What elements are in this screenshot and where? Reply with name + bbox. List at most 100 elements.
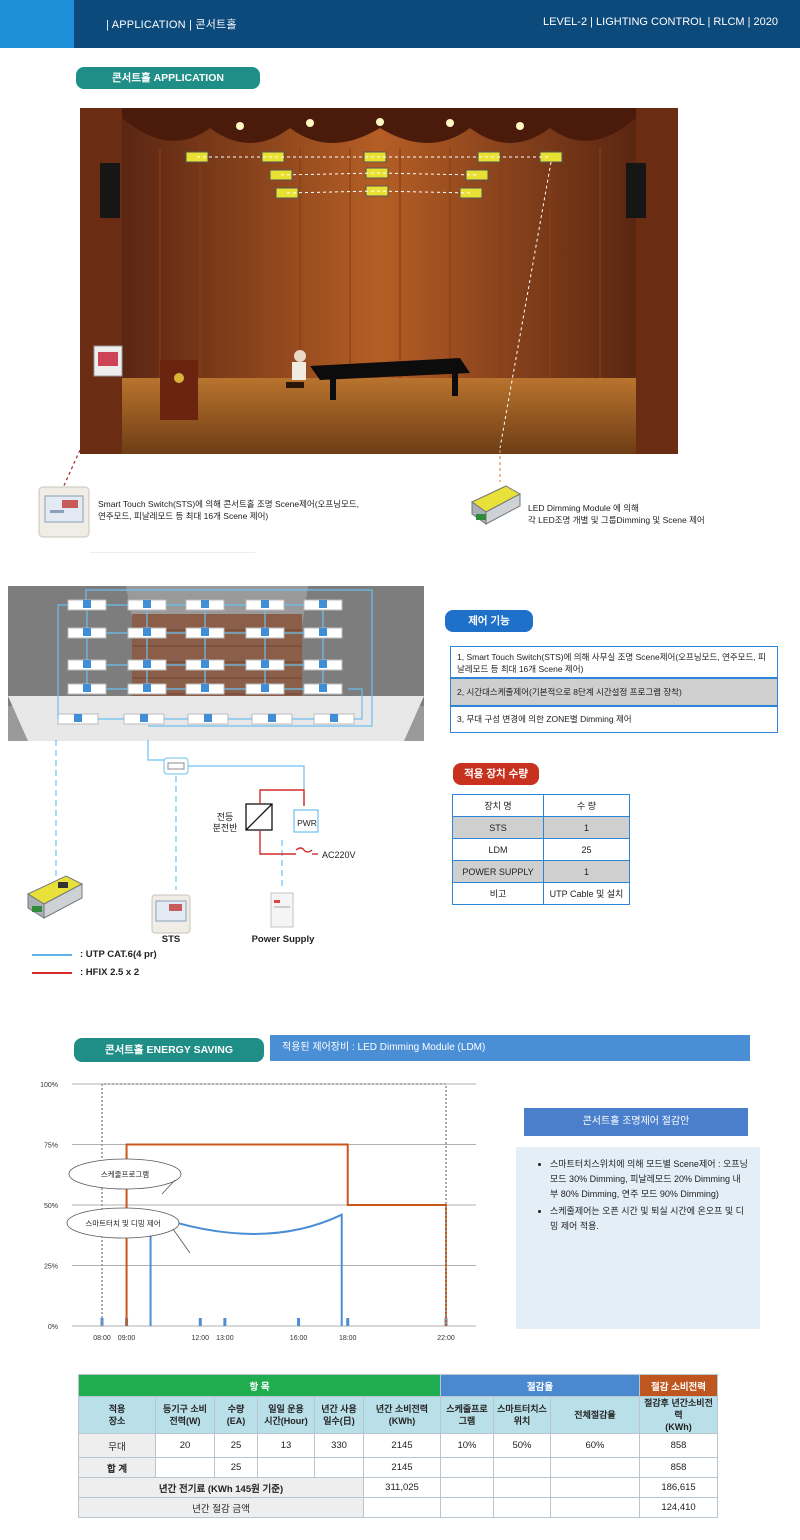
quantity-table: 장치 명 수 량 STS 1 LDM 25 POWER SUPPLY 1 비고 … (452, 794, 630, 905)
quantity-row: POWER SUPPLY 1 (452, 860, 630, 883)
quantity-cell: POWER SUPPLY (452, 860, 544, 883)
summary-cell (440, 1457, 494, 1478)
power-supply-label: Power Supply (251, 934, 315, 945)
callout-bubble (68, 1158, 182, 1190)
callout-label: 스케줄프로그램 (101, 1169, 149, 1179)
summary-cell (440, 1497, 494, 1518)
x-tick-marker (346, 1318, 350, 1326)
summary-cell (550, 1457, 640, 1478)
summary-col-header: 등기구 소비 전력(W) (155, 1396, 215, 1434)
summary-row-fee: 년간 전기료 (KWh 145원 기준) 311,025 186,615 (78, 1477, 718, 1498)
summary-cell: 13 (257, 1433, 315, 1458)
quantity-cell: UTP Cable 및 설치 (543, 882, 630, 905)
quantity-cell: STS (452, 816, 544, 839)
summary-cell (493, 1477, 551, 1498)
summary-cell: 60% (550, 1433, 640, 1458)
y-tick-label: 50% (44, 1203, 58, 1210)
ldm-caption: LED Dimming Module 에 의해 각 LED조명 개별 및 그룹D… (528, 502, 728, 526)
ldm-caption-line2: 각 LED조명 개별 및 그룹Dimming 및 Scene 제어 (528, 515, 705, 525)
callout-label: 스마트터치 및 디밍 제어 (85, 1218, 160, 1228)
power-supply-icon (270, 892, 294, 928)
application-badge: 콘서트홀 APPLICATION (76, 67, 260, 89)
ldm-caption-line1: LED Dimming Module 에 의해 (528, 503, 639, 513)
quantity-row: STS 1 (452, 816, 630, 839)
control-item-2: 2, 시간대스케줄제어(기본적으로 8단계 시간설정 프로그램 장착) (450, 678, 778, 706)
x-tick-marker (223, 1318, 227, 1326)
summary-col-header: 일일 운용 시간(Hour) (257, 1396, 315, 1434)
summary-saving-label: 년간 절감 금액 (78, 1497, 364, 1518)
summary-group-saved: 절감 소비전력 (639, 1374, 718, 1397)
summary-col-header: 년간 소비전력 (KWh) (363, 1396, 441, 1434)
summary-cell (257, 1457, 315, 1478)
header-accent (0, 0, 74, 48)
callout-pointer (172, 1228, 191, 1254)
x-tick-marker (198, 1318, 202, 1326)
summary-col-header: 스마트터치스 위치 (493, 1396, 551, 1434)
quantity-header-device: 장치 명 (452, 794, 544, 817)
divider (90, 552, 255, 553)
summary-cell: 50% (493, 1433, 551, 1458)
summary-cell: 330 (314, 1433, 364, 1458)
summary-cell: 20 (155, 1433, 215, 1458)
quantity-cell: LDM (452, 838, 544, 861)
sts-caption: Smart Touch Switch(STS)에 의해 콘서트홀 조명 Scen… (98, 499, 360, 521)
ldm-device-image (466, 480, 524, 530)
header-left-text: | APPLICATION | 콘서트홀 (106, 19, 237, 31)
summary-cell (550, 1477, 640, 1498)
concert-hall-photo (80, 108, 678, 454)
control-badge: 제어 기능 (445, 610, 533, 632)
saving-plan-list: 스마트터치스위치에 의해 모드별 Scene제어 : 오프닝모드 30% Dim… (538, 1157, 748, 1234)
legend-hfix-text: : HFIX 2.5 x 2 (80, 967, 140, 978)
x-tick-marker (297, 1318, 301, 1326)
legend-utp-swatch (32, 954, 72, 956)
summary-group-row: 항 목 절감율 절감 소비전력 (78, 1374, 718, 1397)
summary-cell: 2145 (363, 1433, 441, 1458)
x-tick-label: 09:00 (118, 1335, 136, 1342)
callout-pointer (161, 1179, 176, 1195)
quantity-row: 비고 UTP Cable 및 설치 (452, 882, 630, 905)
summary-cell (155, 1457, 215, 1478)
quantity-header-row: 장치 명 수 량 (452, 794, 630, 817)
summary-col-header: 절감후 년간소비전력 (KWh) (639, 1396, 718, 1434)
summary-cell: 25 (214, 1433, 258, 1458)
sts-label: STS (161, 934, 181, 945)
summary-group-rate: 절감율 (440, 1374, 640, 1397)
x-tick-label: 12:00 (192, 1335, 210, 1342)
summary-cell: 2145 (363, 1457, 441, 1478)
quantity-cell: 1 (543, 816, 630, 839)
x-tick-label: 16:00 (290, 1335, 308, 1342)
wiring-lines (55, 740, 319, 890)
ac-label: AC220V (322, 850, 356, 860)
summary-header-row: 적용 장소 등기구 소비 전력(W) 수량 (EA) 일일 운용 시간(Hour… (78, 1396, 718, 1434)
summary-cell (363, 1497, 441, 1518)
y-tick-label: 100% (40, 1082, 58, 1089)
energy-summary-table: 항 목 절감율 절감 소비전력 적용 장소 등기구 소비 전력(W) 수량 (E… (78, 1374, 718, 1518)
energy-badge: 콘서트홀 ENERGY SAVING (74, 1038, 264, 1062)
summary-fee-before: 311,025 (363, 1477, 441, 1498)
summary-fee-label: 년간 전기료 (KWh 145원 기준) (78, 1477, 364, 1498)
summary-cell (440, 1477, 494, 1498)
series-line (101, 1083, 447, 1326)
device-bar: 적용된 제어장비 : LED Dimming Module (LDM) (270, 1035, 750, 1061)
page-header (0, 0, 800, 48)
summary-row-saving: 년간 절감 금액 124,410 (78, 1497, 718, 1518)
legend-hfix-swatch (32, 972, 72, 974)
header-right-text: LEVEL-2 | LIGHTING CONTROL | RLCM | 2020 (543, 16, 778, 28)
summary-cell: 25 (214, 1457, 258, 1478)
summary-cell (493, 1457, 551, 1478)
photo-leader-lines (61, 450, 501, 491)
saving-plan-item: 스마트터치스위치에 의해 모드별 Scene제어 : 오프닝모드 30% Dim… (550, 1157, 748, 1202)
distribution-panel-label: 전등 분전반 (212, 812, 238, 833)
summary-cell: 858 (639, 1457, 718, 1478)
quantity-header-count: 수 량 (543, 794, 630, 817)
saving-plan-panel: 스마트터치스위치에 의해 모드별 Scene제어 : 오프닝모드 30% Dim… (516, 1147, 760, 1329)
summary-cell: 합 계 (78, 1457, 156, 1478)
y-tick-label: 25% (44, 1264, 58, 1271)
summary-row-total: 합 계 25 2145 858 (78, 1457, 718, 1478)
summary-col-header: 적용 장소 (78, 1396, 156, 1434)
quantity-cell: 비고 (452, 882, 544, 905)
quantity-cell: 25 (543, 838, 630, 861)
y-tick-label: 75% (44, 1143, 58, 1150)
summary-cell (493, 1497, 551, 1518)
summary-group-items: 항 목 (78, 1374, 441, 1397)
